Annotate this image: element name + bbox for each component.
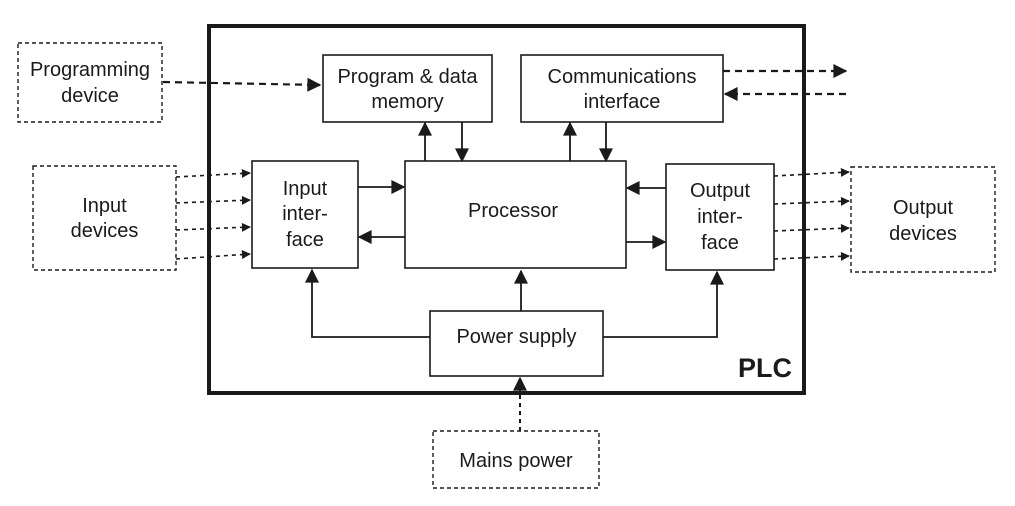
output-devices-label-line2: devices [889, 223, 957, 245]
output-devices-label-line1: Output [893, 197, 953, 219]
output-signal-arrow [773, 251, 850, 261]
programming-device-label-line2: device [61, 85, 119, 107]
plc-label: PLC [738, 353, 792, 383]
output-signal-arrow [773, 223, 850, 233]
input-interface-block: Input inter- face [251, 160, 359, 269]
programming-device-box: Programming device [17, 42, 163, 123]
output-interface-label-line1: Output [690, 180, 750, 202]
connections [162, 64, 850, 431]
programming-device-label-line1: Programming [30, 59, 150, 81]
communications-interface-block: Communications interface [520, 54, 724, 123]
input-devices-box: Input devices [32, 165, 177, 271]
communications-interface-label-line1: Communications [548, 66, 697, 88]
power-to-input-arrow [305, 268, 430, 338]
communications-interface-label-line2: interface [584, 91, 661, 113]
output-signal-arrow [773, 196, 850, 206]
input-signal-arrow [175, 250, 251, 260]
mains-power-label: Mains power [459, 450, 573, 472]
output-signal-arrow [773, 167, 850, 177]
power-supply-label: Power supply [456, 326, 576, 348]
input-signal-arrow [175, 195, 251, 205]
processor-label: Processor [468, 200, 558, 222]
input-interface-label-line3: face [286, 229, 324, 251]
input-devices-label-line1: Input [82, 195, 127, 217]
program-memory-block: Program & data memory [322, 54, 493, 123]
input-interface-label-line1: Input [283, 178, 328, 200]
output-interface-label-line2: inter- [697, 206, 743, 228]
input-signal-arrow [175, 168, 251, 178]
power-to-output-arrow [603, 270, 724, 338]
input-signal-arrow [175, 222, 251, 232]
program-memory-label-line2: memory [371, 91, 443, 113]
power-supply-block: Power supply [429, 310, 604, 377]
mains-power-box: Mains power [432, 430, 600, 489]
input-devices-label-line2: devices [71, 220, 139, 242]
output-interface-block: Output inter- face [665, 163, 775, 271]
program-memory-label-line1: Program & data [337, 66, 478, 88]
output-devices-box: Output devices [850, 166, 996, 273]
input-interface-label-line2: inter- [282, 203, 328, 225]
programming-link-arrow [162, 77, 322, 92]
plc-enclosure [207, 24, 806, 395]
output-interface-label-line3: face [701, 232, 739, 254]
processor-block: Processor [404, 160, 627, 269]
